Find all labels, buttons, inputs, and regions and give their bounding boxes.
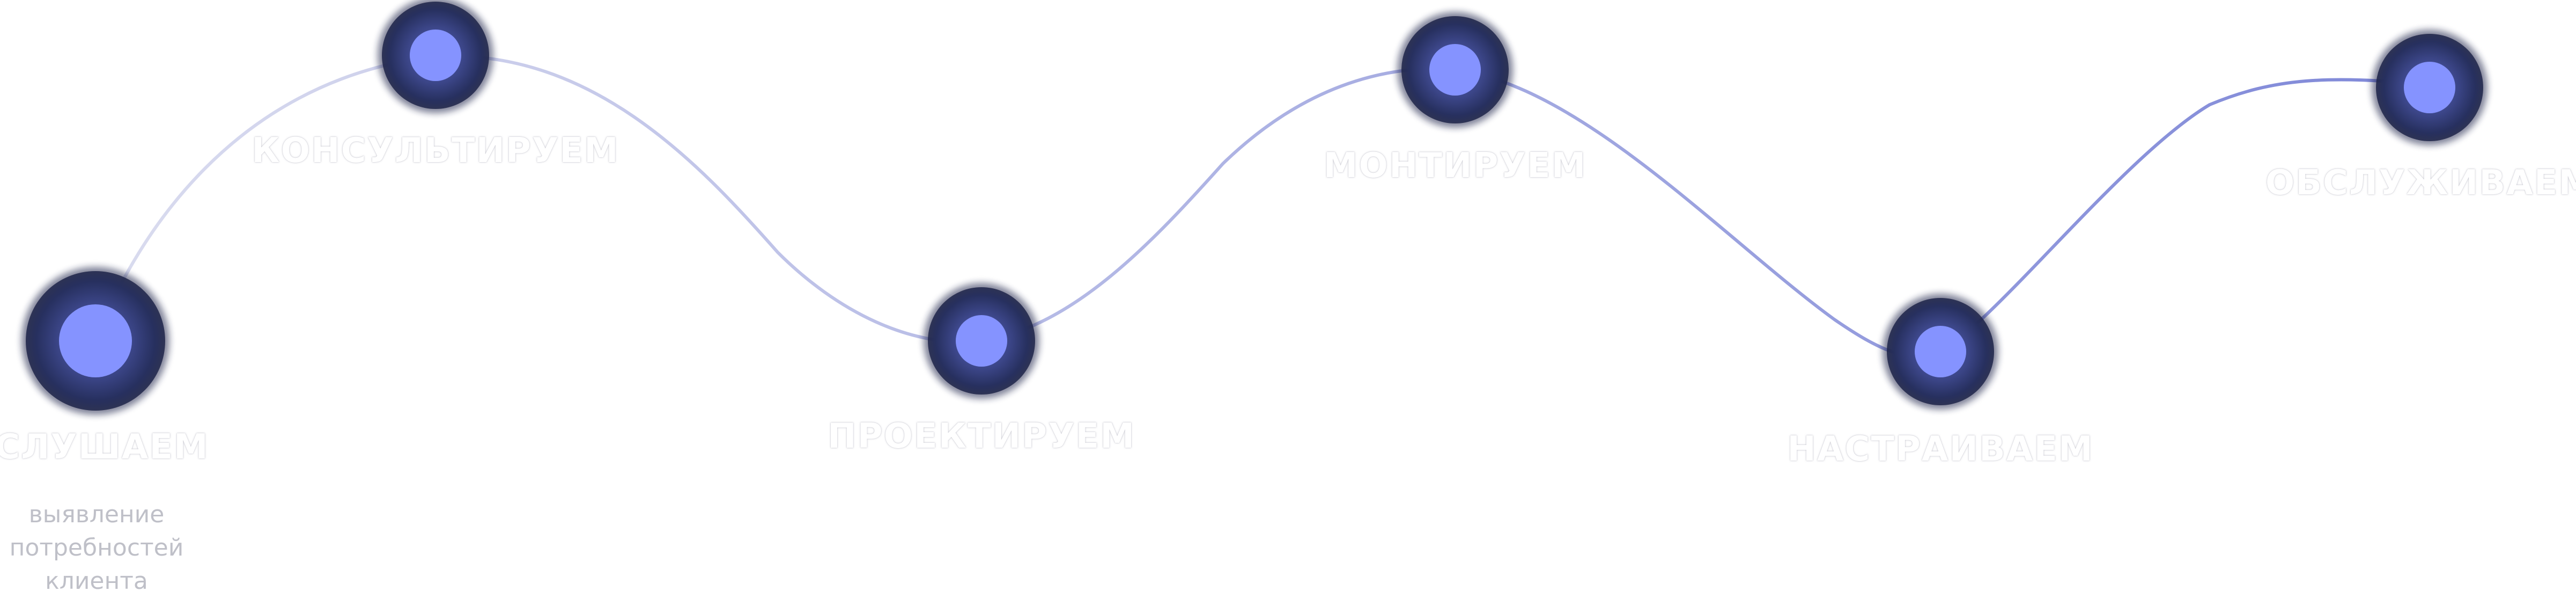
step-node-1 (21, 267, 169, 415)
step-node-6 (2372, 30, 2488, 145)
step-label-design: ПРОЕКТИРУЕМ (828, 417, 1135, 456)
timeline-wave-line (94, 54, 2430, 358)
step-node-4 (1397, 12, 1513, 128)
step-label-install: МОНТИРУЕМ (1323, 146, 1587, 186)
step-label-maintain: ОБСЛУЖИВАЕМ (2265, 163, 2576, 203)
step-label-listen: СЛУШАЕМ (0, 427, 209, 467)
step-label-consult: КОНСУЛЬТИРУЕМ (252, 131, 619, 171)
step-node-3 (924, 283, 1039, 399)
step-label-configure: НАСТРАИВАЕМ (1787, 429, 2094, 469)
step-node-5 (1883, 294, 1998, 410)
step-node-2 (378, 0, 493, 113)
step-description-listen: выявление потребностей клиента (9, 501, 184, 591)
